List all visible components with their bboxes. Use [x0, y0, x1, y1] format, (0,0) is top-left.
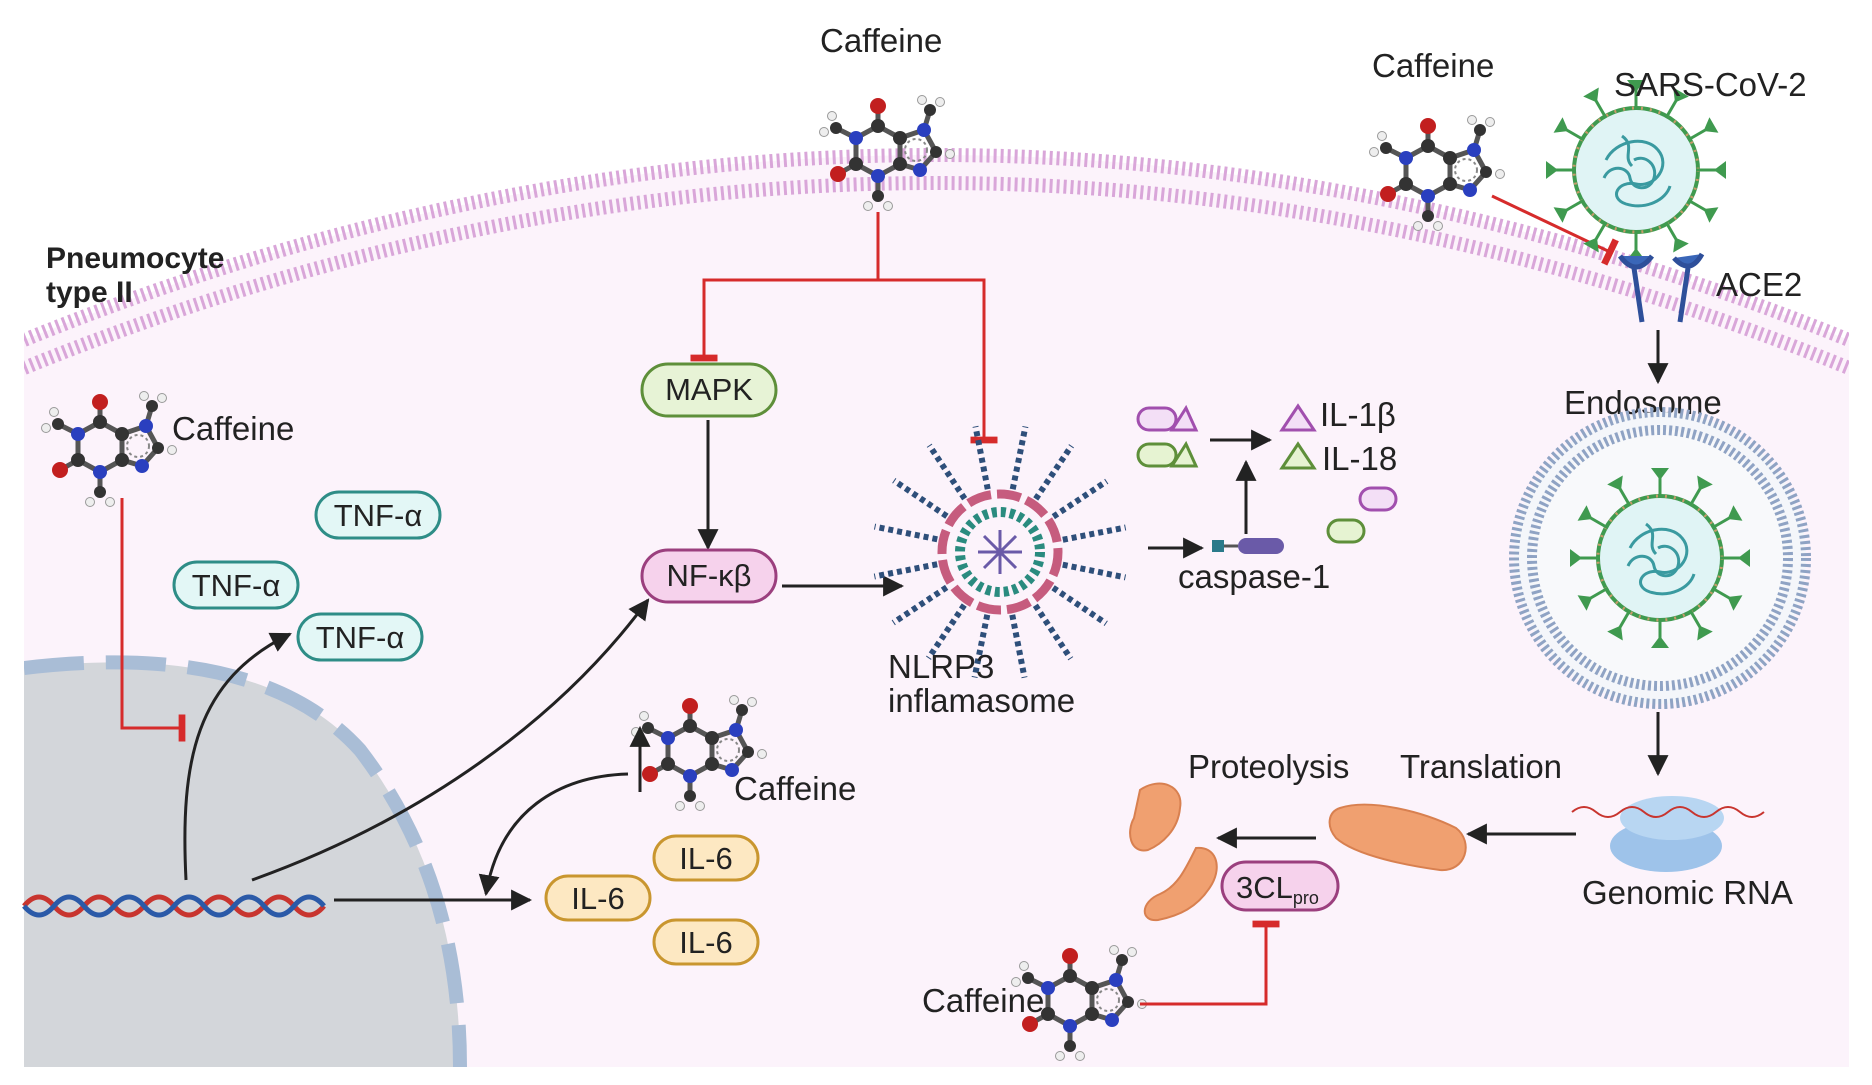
nucleus [24, 662, 460, 1067]
pro-cytokine-icons [1136, 404, 1398, 544]
il6-group: IL-6 IL-6 IL-6 [544, 834, 760, 966]
nlrp3-spoke [892, 478, 949, 519]
cell-label-line2: type II [46, 276, 133, 309]
inhibit-top-branch [690, 212, 880, 362]
nlrp3-label-line2: inflamasome [888, 682, 1075, 719]
tnf-alpha-label-1: TNF-α [334, 498, 423, 533]
genomic-rna-ribosome-icon [1571, 796, 1765, 872]
3clpro-subscript: pro [1293, 888, 1319, 908]
dna-helix-icon [22, 894, 326, 918]
inhibition-lines [120, 194, 1619, 1006]
caffeine-left-label: Caffeine [172, 410, 294, 447]
il-1b-label: IL-1β [1320, 396, 1396, 433]
ace2-receptor-icon [1617, 252, 1705, 323]
il-1b-icon [1279, 403, 1317, 432]
inhibit-nlrp3 [878, 278, 998, 444]
il6-label-3: IL-6 [679, 925, 732, 960]
activation-arrows [183, 330, 1669, 911]
il6-label-2: IL-6 [571, 881, 624, 916]
nlrp3-spoke [1033, 444, 1074, 501]
nlrp3-label-line1: NLRP3 [888, 648, 994, 685]
nfkb-label: NF-κβ [667, 558, 752, 593]
mapk-node: MAPK [640, 362, 778, 418]
3clpro-label: 3CL [1236, 870, 1293, 905]
tnf-alpha-label-2: TNF-α [192, 568, 281, 603]
3clpro-node: 3CLpro [1220, 860, 1340, 912]
inhibit-3clpro [1140, 920, 1280, 1006]
ace2-label: ACE2 [1716, 266, 1802, 303]
cell-label-line1: Pneumocyte [46, 242, 224, 275]
caffeine-top-label: Caffeine [820, 22, 942, 59]
nuclear-envelope [24, 655, 467, 1067]
arrow-dna-tnf [183, 632, 292, 881]
tnf-alpha-label-3: TNF-α [316, 620, 405, 655]
svg-text:3CLpro: 3CLpro [1236, 870, 1319, 908]
nlrp3-spoke [971, 614, 991, 679]
arrow-caffeine-il6 [478, 772, 629, 897]
polyprotein-icon [1328, 803, 1467, 872]
caspase-1-label: caspase-1 [1178, 558, 1330, 595]
caffeine-bottom-label: Caffeine [922, 982, 1044, 1019]
mapk-label: MAPK [665, 372, 753, 407]
tnf-alpha-group: TNF-α TNF-α TNF-α [172, 490, 442, 662]
caffeine-top-right-label: Caffeine [1372, 47, 1494, 84]
protein-fragment-icons [1129, 782, 1218, 922]
arrow-dna-nfkb [251, 598, 650, 882]
translation-label: Translation [1400, 748, 1562, 785]
il6-label-1: IL-6 [679, 841, 732, 876]
nlrp3-spoke [873, 523, 938, 543]
il-18-icon [1279, 441, 1317, 470]
il-18-label: IL-18 [1322, 440, 1397, 477]
inhibit-nucleus [120, 498, 186, 742]
caffeine-mid-label: Caffeine [734, 770, 856, 807]
endosome-icon [1509, 407, 1811, 709]
nlrp3-spoke [972, 425, 991, 490]
proteolysis-label: Proteolysis [1188, 748, 1349, 785]
nfkb-node: NF-κβ [640, 548, 778, 604]
nlrp3-spoke [1032, 603, 1074, 661]
genomic-rna-label: Genomic RNA [1582, 874, 1793, 911]
caspase-1-icon [1212, 538, 1284, 554]
sars-cov-2-label: SARS-CoV-2 [1614, 66, 1807, 103]
